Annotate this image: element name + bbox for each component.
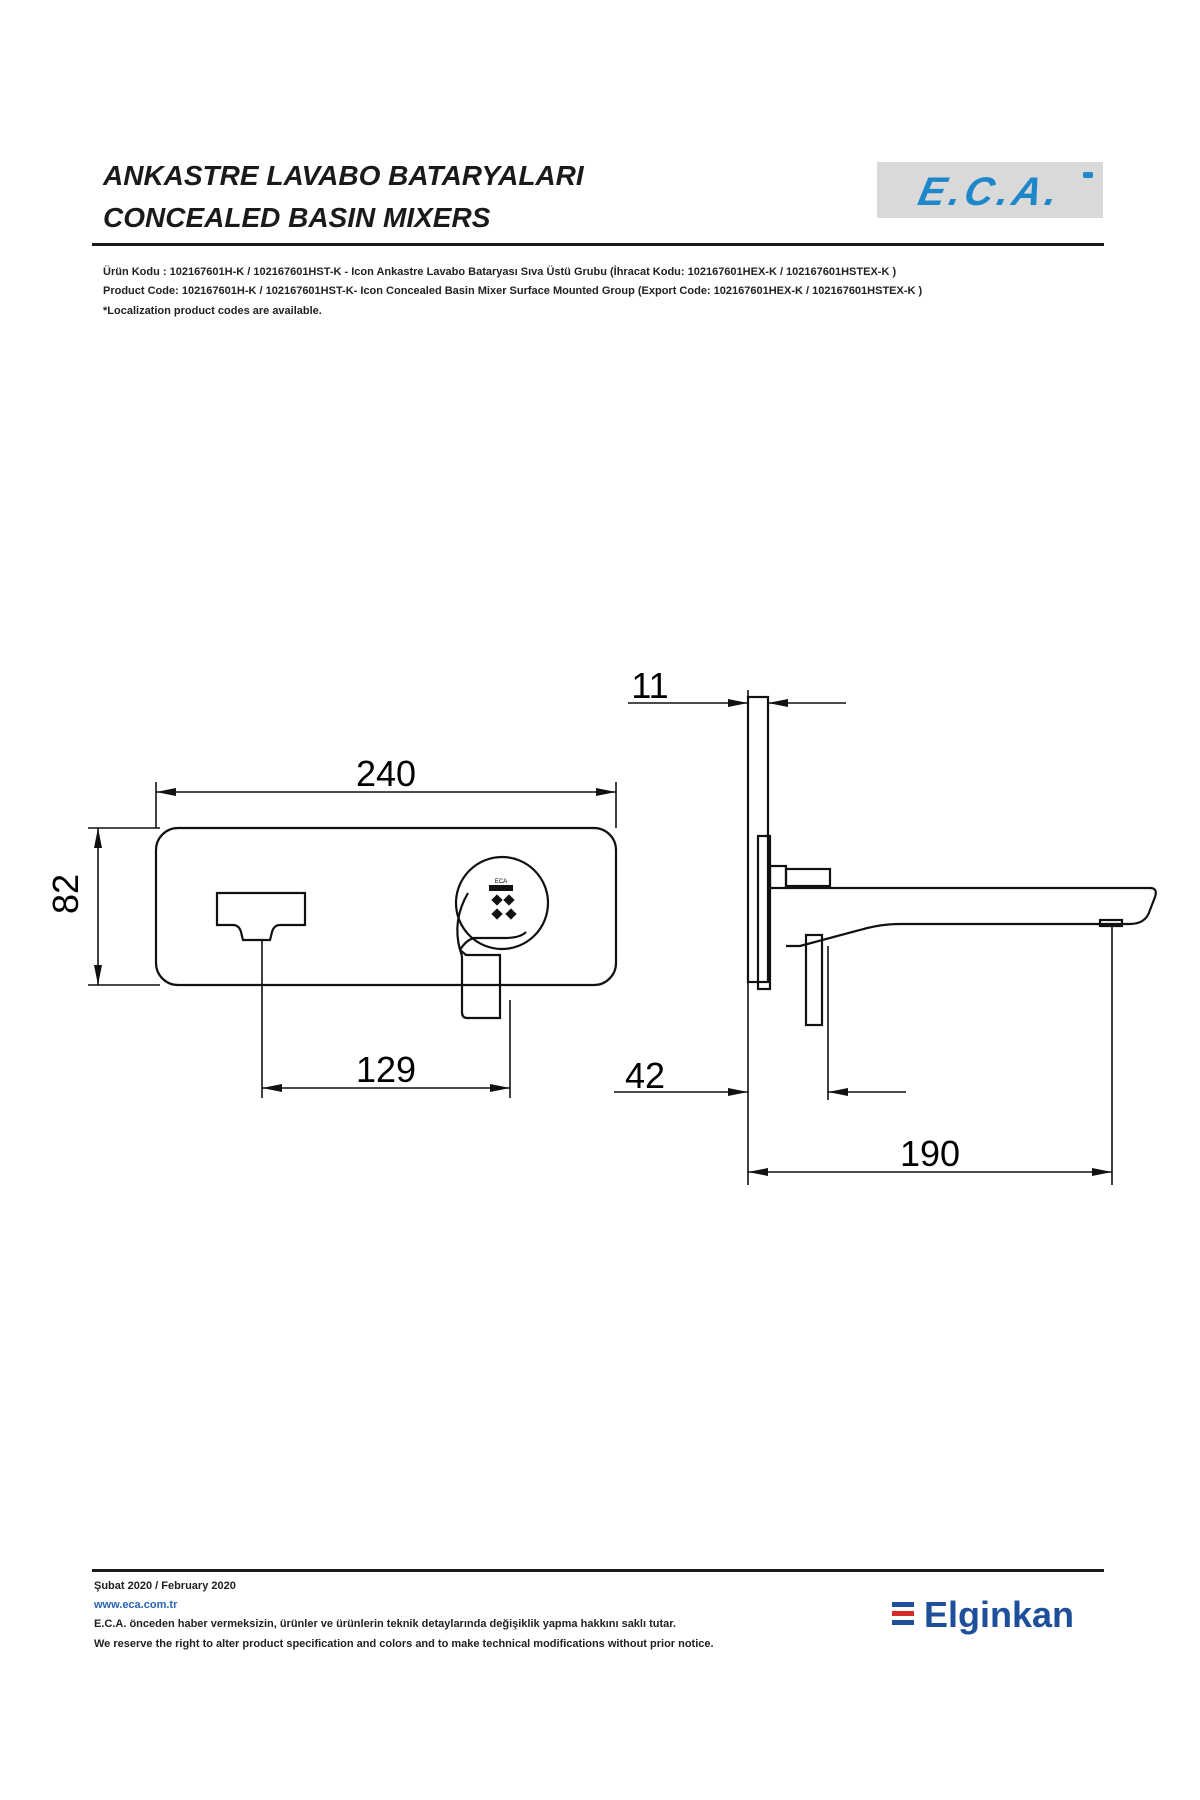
dim-plate-thickness: 11 — [631, 665, 668, 706]
mixer-knob — [454, 855, 550, 951]
title-turkish: ANKASTRE LAVABO BATARYALARI — [103, 160, 584, 191]
aerator-side — [1098, 918, 1124, 928]
title-english: CONCEALED BASIN MIXERS — [103, 202, 491, 233]
dim-depth-lines — [614, 946, 906, 1185]
dim-plate-lines — [628, 690, 846, 707]
knob-markers — [491, 894, 517, 920]
eca-logo: E.C.A. — [877, 162, 1103, 218]
connector-nut-side — [784, 867, 832, 888]
connector-side — [768, 864, 788, 890]
knob-label: ECA — [495, 879, 507, 885]
cover-plate — [154, 826, 618, 987]
spout-outlet — [215, 891, 307, 942]
header-divider — [92, 243, 1104, 246]
dim-projection: 190 — [900, 1133, 960, 1174]
localization-note: *Localization product codes are availabl… — [103, 305, 322, 317]
mixer-lever — [458, 949, 502, 1020]
technical-drawing: ECA 240 82 129 11 — [45, 665, 1157, 1185]
footer-divider — [92, 1569, 1104, 1572]
dim-depth: 42 — [625, 1055, 665, 1096]
spout-side — [786, 886, 1157, 948]
dim-height-lines — [88, 827, 160, 986]
dim-width-lines — [155, 782, 617, 828]
elginkan-wordmark: Elginkan — [924, 1594, 1075, 1635]
product-code-en: Product Code: 102167601H-K / 102167601HS… — [103, 285, 923, 297]
product-code-tr: Ürün Kodu : 102167601H-K / 102167601HST-… — [103, 266, 897, 278]
side-view — [746, 695, 1157, 1027]
knob-logo — [489, 885, 513, 891]
elginkan-mark-icon — [892, 1602, 916, 1632]
plate-cover-side — [756, 834, 772, 991]
dim-projection-lines — [748, 926, 1113, 1185]
footer-website[interactable]: www.eca.com.tr — [94, 1599, 178, 1611]
dim-width: 240 — [356, 753, 416, 794]
front-view — [154, 826, 618, 1020]
eca-logo-text: E.C.A. — [914, 170, 1066, 214]
footer-disclaimer-en: We reserve the right to alter product sp… — [94, 1638, 714, 1650]
elginkan-logo: Elginkan — [892, 1592, 1112, 1642]
footer-disclaimer-tr: E.C.A. önceden haber vermeksizin, ürünle… — [94, 1618, 676, 1630]
eca-logo-mark-icon — [1083, 172, 1093, 178]
dim-spacing-lines — [261, 940, 511, 1098]
dim-spacing: 129 — [356, 1049, 416, 1090]
lever-side — [804, 933, 824, 1027]
footer-date: Şubat 2020 / February 2020 — [94, 1580, 236, 1592]
dim-height: 82 — [45, 874, 86, 914]
